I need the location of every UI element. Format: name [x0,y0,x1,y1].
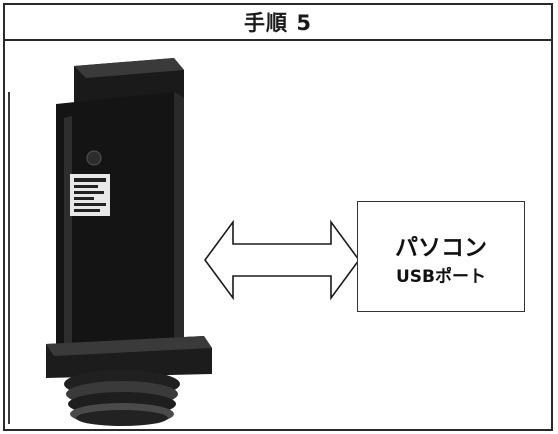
usb-device-illustration [46,58,212,426]
step-title: 手順 5 [5,5,551,41]
left-divider [8,92,10,424]
bidirectional-arrow-icon [204,219,360,301]
step-frame: 手順 5 [3,3,553,431]
pc-label: パソコン [395,235,487,261]
usb-port-label: USBポート [395,267,486,287]
device-label-icon [70,174,110,216]
pc-usb-port-box: パソコン USBポート [357,201,525,312]
